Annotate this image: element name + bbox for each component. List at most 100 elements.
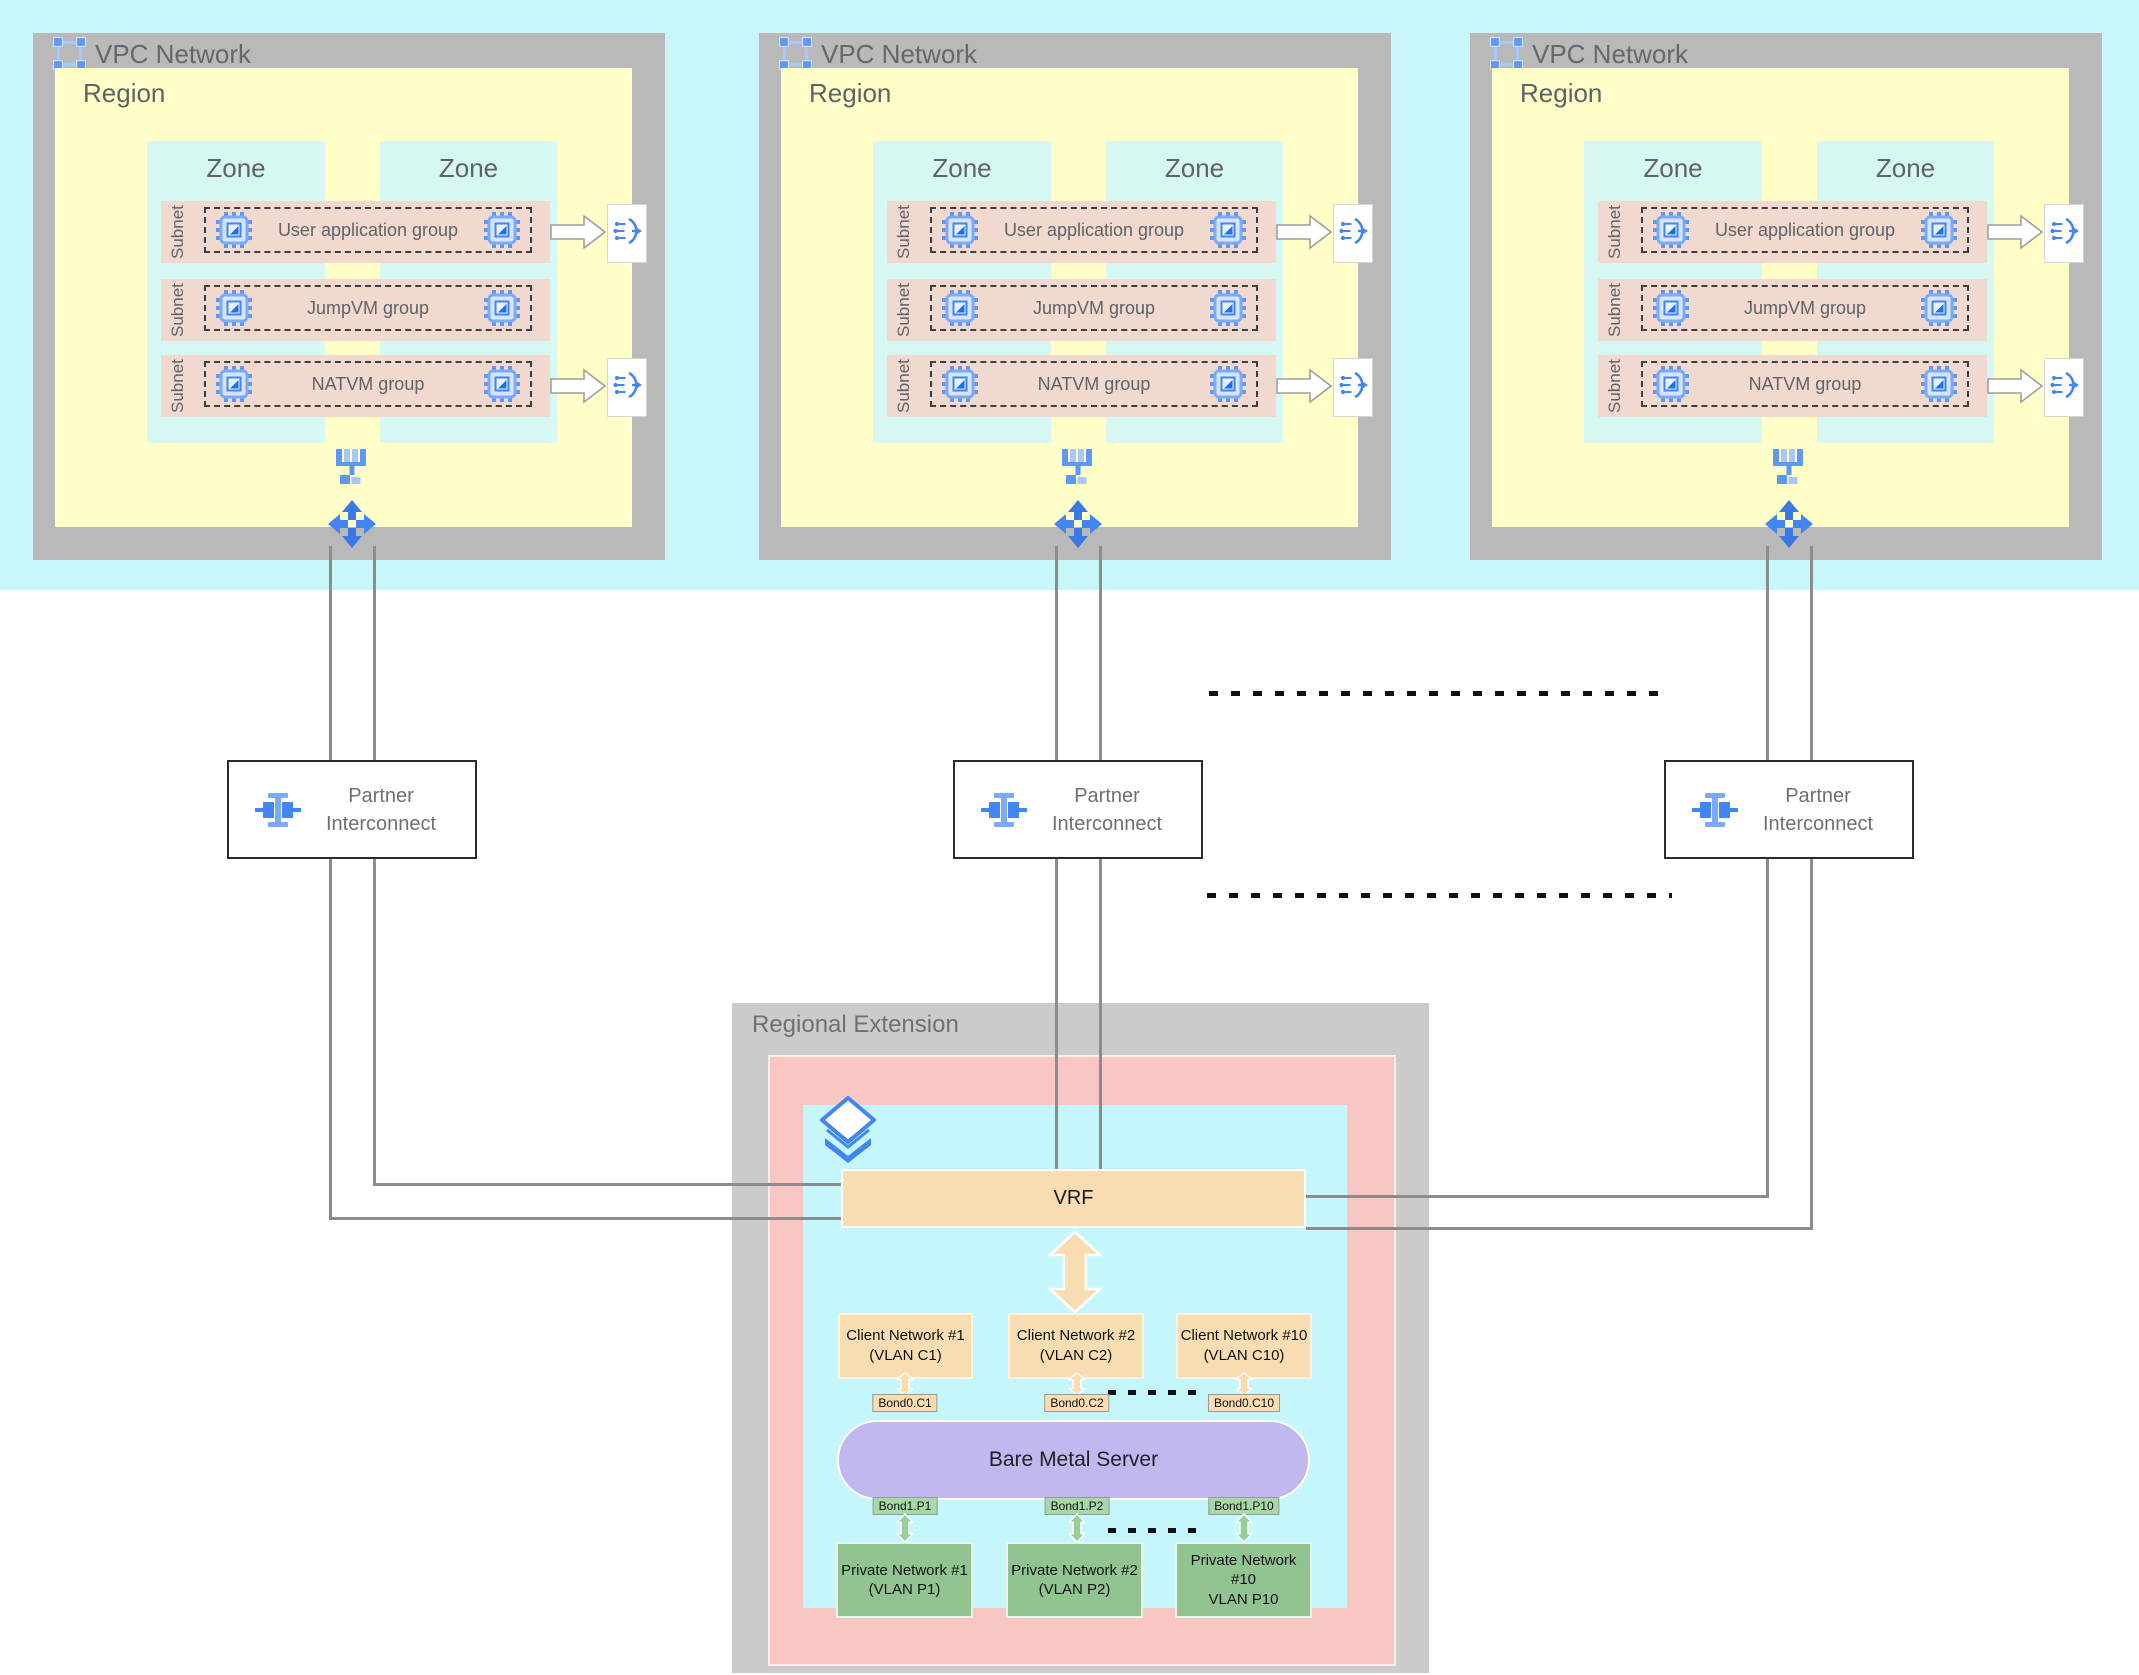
connector-line (1306, 1226, 1812, 1230)
regional-extension-label: Regional Extension (752, 1011, 959, 1038)
vm-icon-slot (1921, 212, 1957, 248)
connector-line (328, 859, 332, 1220)
private-network-box: Private Network #1 (VLAN P1) (836, 1542, 973, 1618)
client-network-box: Client Network #10 (VLAN C10) (1176, 1313, 1312, 1379)
zone-label: Zone (1875, 153, 1936, 183)
vm-icon-slot (1653, 212, 1689, 248)
compute-vm-icon (216, 212, 252, 248)
compute-vm-icon (1653, 212, 1689, 248)
vm-icon-slot (216, 290, 252, 326)
egress-arrow (1276, 214, 1333, 250)
compute-vm-icon (942, 212, 978, 248)
compute-vm-icon (1653, 366, 1689, 402)
vpc-network-icon (53, 37, 86, 70)
instance-group-box: NATVM group (204, 361, 532, 407)
subnet-row: Subnet User application group (161, 201, 550, 263)
load-balancer-box (2044, 358, 2084, 417)
partner-interconnect-label: Partner Interconnect (1762, 784, 1874, 835)
connector-line (374, 1183, 841, 1186)
vm-icon-slot (1653, 366, 1689, 402)
instance-group-box: JumpVM group (930, 285, 1258, 331)
instance-group-label: User application group (277, 219, 459, 240)
compute-vm-icon (1210, 212, 1246, 248)
subnet-label: Subnet (894, 283, 913, 337)
subnet-label: Subnet (168, 205, 187, 259)
compute-vm-icon (1210, 366, 1246, 402)
load-balancer-icon (2050, 217, 2079, 245)
client-network-box: Client Network #1 (VLAN C1) (838, 1313, 973, 1379)
egress-arrow (550, 368, 607, 404)
egress-arrow (1987, 368, 2044, 404)
instance-group-box: NATVM group (930, 361, 1258, 407)
partner-interconnect-box: Partner Interconnect (953, 760, 1203, 859)
connector-line (1765, 857, 1769, 1198)
instance-group-label: User application group (1003, 219, 1185, 240)
region-box: Region Zone Zone (55, 68, 647, 548)
continuation-dots (1108, 1390, 1206, 1395)
connector-line (1809, 857, 1813, 1230)
subnet-row: Subnet NATVM group (887, 355, 1276, 417)
private-network-box: Private Network #2 (VLAN P2) (1006, 1542, 1143, 1618)
partner-interconnect-label: Partner Interconnect (325, 784, 437, 835)
compute-vm-icon (942, 366, 978, 402)
connector-line (1054, 859, 1058, 1170)
instance-group-box: User application group (1641, 207, 1969, 253)
instance-group-label: NATVM group (1748, 373, 1862, 394)
compute-vm-icon (1921, 290, 1957, 326)
subnet-label: Subnet (168, 283, 187, 337)
continuation-dots (1209, 691, 1665, 696)
subnet-label: Subnet (168, 359, 187, 413)
bond-interface-label: Bond1.P10 (1208, 1497, 1280, 1515)
vm-icon-slot (942, 366, 978, 402)
subnet-row: Subnet User application group (1598, 201, 1987, 263)
instance-group-box: User application group (930, 207, 1258, 253)
vm-icon-slot (1210, 212, 1246, 248)
connector-line (1765, 546, 1769, 762)
compute-vm-icon (216, 366, 252, 402)
subnet-label: Subnet (894, 359, 913, 413)
network-switch-icon (335, 449, 369, 484)
vm-icon-slot (1210, 366, 1246, 402)
vpc-network-label: VPC Network (95, 39, 252, 69)
instance-group-label: JumpVM group (1032, 297, 1156, 318)
stacked-diamond-icon (818, 1096, 878, 1164)
compute-vm-icon (484, 212, 520, 248)
region-label: Region (1520, 78, 1603, 108)
instance-group-box: JumpVM group (204, 285, 532, 331)
vm-icon-slot (484, 212, 520, 248)
vm-icon-slot (216, 366, 252, 402)
subnet-row: Subnet NATVM group (1598, 355, 1987, 417)
instance-group-box: User application group (204, 207, 532, 253)
partner-interconnect-icon (981, 791, 1027, 829)
zone-label: Zone (1164, 153, 1225, 183)
subnet-label: Subnet (1605, 283, 1624, 337)
bond-interface-label: Bond0.C1 (872, 1394, 938, 1412)
load-balancer-box (607, 204, 647, 263)
vrf-double-arrow (1046, 1230, 1104, 1318)
egress-arrow (1987, 214, 2044, 250)
region-box: Region Zone Zone (781, 68, 1373, 548)
partner-interconnect-icon (255, 791, 301, 829)
vpc-network-box: VPC Network Region Zone Zone (1470, 33, 2102, 560)
private-network-box: Private Network #10 VLAN P10 (1175, 1542, 1312, 1618)
vpc-network-label: VPC Network (1532, 39, 1689, 69)
zone-label: Zone (438, 153, 499, 183)
load-balancer-box (1333, 358, 1373, 417)
subnet-label: Subnet (1605, 205, 1624, 259)
continuation-dots (1108, 1528, 1206, 1533)
egress-arrow (550, 214, 607, 250)
subnet-label: Subnet (894, 205, 913, 259)
vpc-network-icon (779, 37, 812, 70)
compute-vm-icon (484, 366, 520, 402)
cloud-router-icon (328, 500, 376, 548)
cloud-router-icon (1054, 500, 1102, 548)
zone-label: Zone (206, 153, 266, 183)
network-switch-icon (1772, 449, 1806, 484)
vm-icon-slot (942, 290, 978, 326)
vm-icon-slot (216, 212, 252, 248)
connector-line (1098, 859, 1102, 1170)
connector-line (330, 1217, 841, 1220)
compute-vm-icon (1921, 366, 1957, 402)
compute-vm-icon (1921, 212, 1957, 248)
compute-vm-icon (1210, 290, 1246, 326)
